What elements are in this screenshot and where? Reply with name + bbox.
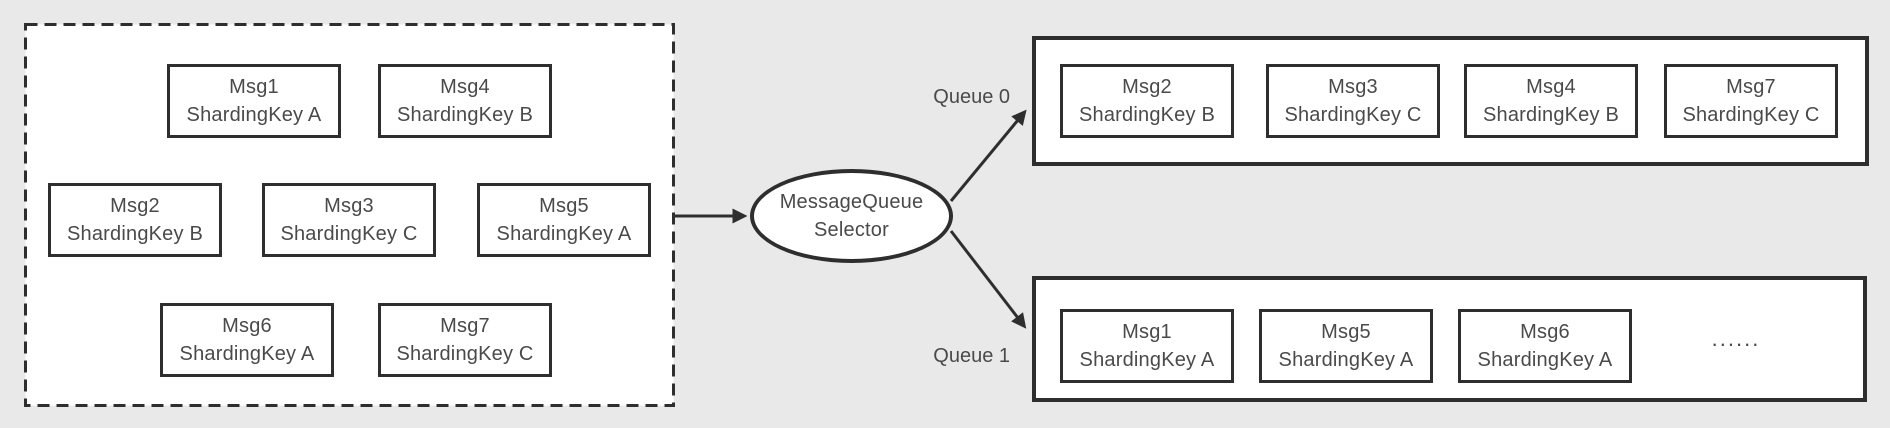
msg-title: Msg7 [440,315,490,337]
msg-sharding-key: ShardingKey C [280,223,418,245]
queue1-container: Msg1 ShardingKey A Msg5 ShardingKey A Ms… [1032,276,1867,402]
msg-box-msg2: Msg2 ShardingKey B [48,183,222,257]
msg-title: Msg2 [1122,76,1172,98]
queue1-msg-box-msg5: Msg5 ShardingKey A [1259,309,1433,383]
queue0-msg-box-msg2: Msg2 ShardingKey B [1060,64,1234,138]
queue0-msg-box-msg4: Msg4 ShardingKey B [1464,64,1638,138]
msg-sharding-key: ShardingKey B [1078,104,1216,126]
selector-label-line1: MessageQueue [779,191,924,213]
arrow-selector-to-queue0 [949,109,1027,202]
msg-sharding-key: ShardingKey A [179,343,315,365]
arrow-selector-to-queue1 [949,230,1027,329]
msg-title: Msg1 [229,76,279,98]
msg-sharding-key: ShardingKey A [496,223,632,245]
msg-title: Msg3 [1328,76,1378,98]
selector-label-line2: Selector [814,219,889,241]
msg-title: Msg7 [1726,76,1776,98]
msg-sharding-key: ShardingKey A [1278,349,1414,371]
queue0-msg-box-msg7: Msg7 ShardingKey C [1664,64,1838,138]
msg-sharding-key: ShardingKey C [396,343,534,365]
msg-sharding-key: ShardingKey B [66,223,204,245]
msg-title: Msg4 [440,76,490,98]
msg-sharding-key: ShardingKey B [396,104,534,126]
msg-box-msg3: Msg3 ShardingKey C [262,183,436,257]
msg-title: Msg6 [1520,321,1570,343]
msg-sharding-key: ShardingKey A [1079,349,1215,371]
queue1-ellipsis: ...... [1711,326,1761,351]
message-queue-selector-node: MessageQueue Selector [750,169,953,263]
msg-title: Msg2 [110,195,160,217]
queue1-msg-box-msg1: Msg1 ShardingKey A [1060,309,1234,383]
msg-sharding-key: ShardingKey C [1284,104,1422,126]
queue0-label: Queue 0 [933,86,1010,108]
msg-box-msg1: Msg1 ShardingKey A [167,64,341,138]
queue0-container: Msg2 ShardingKey B Msg3 ShardingKey C Ms… [1032,36,1869,166]
msg-box-msg4: Msg4 ShardingKey B [378,64,552,138]
msg-sharding-key: ShardingKey B [1482,104,1620,126]
msg-title: Msg6 [222,315,272,337]
msg-title: Msg1 [1122,321,1172,343]
msg-sharding-key: ShardingKey A [1477,349,1613,371]
msg-title: Msg3 [324,195,374,217]
msg-box-msg5: Msg5 ShardingKey A [477,183,651,257]
msg-title: Msg5 [539,195,589,217]
msg-title: Msg5 [1321,321,1371,343]
msg-sharding-key: ShardingKey C [1682,104,1820,126]
msg-box-msg6: Msg6 ShardingKey A [160,303,334,377]
queue1-msg-box-msg6: Msg6 ShardingKey A [1458,309,1632,383]
msg-sharding-key: ShardingKey A [186,104,322,126]
queue0-msg-box-msg3: Msg3 ShardingKey C [1266,64,1440,138]
queue1-label: Queue 1 [933,345,1010,367]
msg-box-msg7: Msg7 ShardingKey C [378,303,552,377]
msg-title: Msg4 [1526,76,1576,98]
